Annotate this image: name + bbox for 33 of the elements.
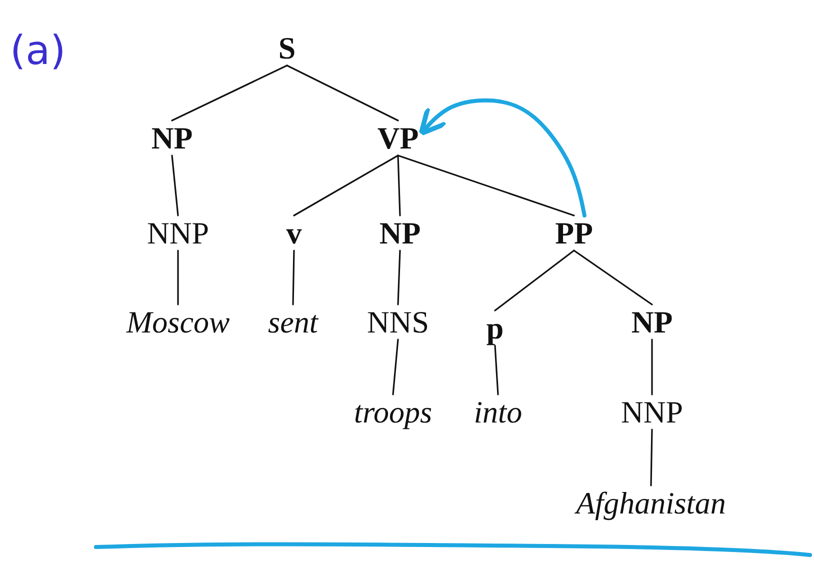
category-label: NP — [149, 122, 195, 154]
word-label: Moscow — [124, 306, 232, 338]
tree-branch — [650, 428, 653, 486]
tree-branch — [397, 154, 575, 216]
category-label: S — [276, 32, 298, 64]
tree-branch — [293, 154, 399, 216]
word-label: Afghanistan — [574, 488, 728, 518]
panel-label: (a) — [10, 28, 66, 74]
category-label: NP — [629, 306, 675, 338]
tree-branch — [494, 344, 499, 396]
category-label: NP — [377, 218, 423, 248]
tree-branch — [494, 250, 575, 312]
tree-branch — [171, 154, 179, 216]
category-label: VP — [375, 122, 421, 154]
category-label: PP — [553, 218, 595, 248]
hand-drawn-arrow — [418, 98, 586, 218]
category-label: NNS — [365, 306, 431, 338]
tree-branch — [292, 250, 295, 306]
word-label: troops — [352, 396, 434, 428]
category-label: NNP — [619, 396, 685, 428]
tree-branch — [397, 154, 401, 216]
word-label: into — [472, 396, 524, 428]
word-label: sent — [266, 306, 320, 338]
category-label: p — [484, 312, 506, 344]
tree-branch — [392, 338, 399, 396]
tree-branch — [177, 250, 179, 306]
tree-branch — [397, 250, 401, 306]
tree-branch — [286, 64, 399, 122]
tree-branch — [573, 250, 653, 306]
category-label: NNP — [145, 218, 211, 248]
category-label: v — [284, 218, 304, 248]
tree-branch — [651, 338, 653, 396]
tree-branch — [171, 64, 288, 122]
